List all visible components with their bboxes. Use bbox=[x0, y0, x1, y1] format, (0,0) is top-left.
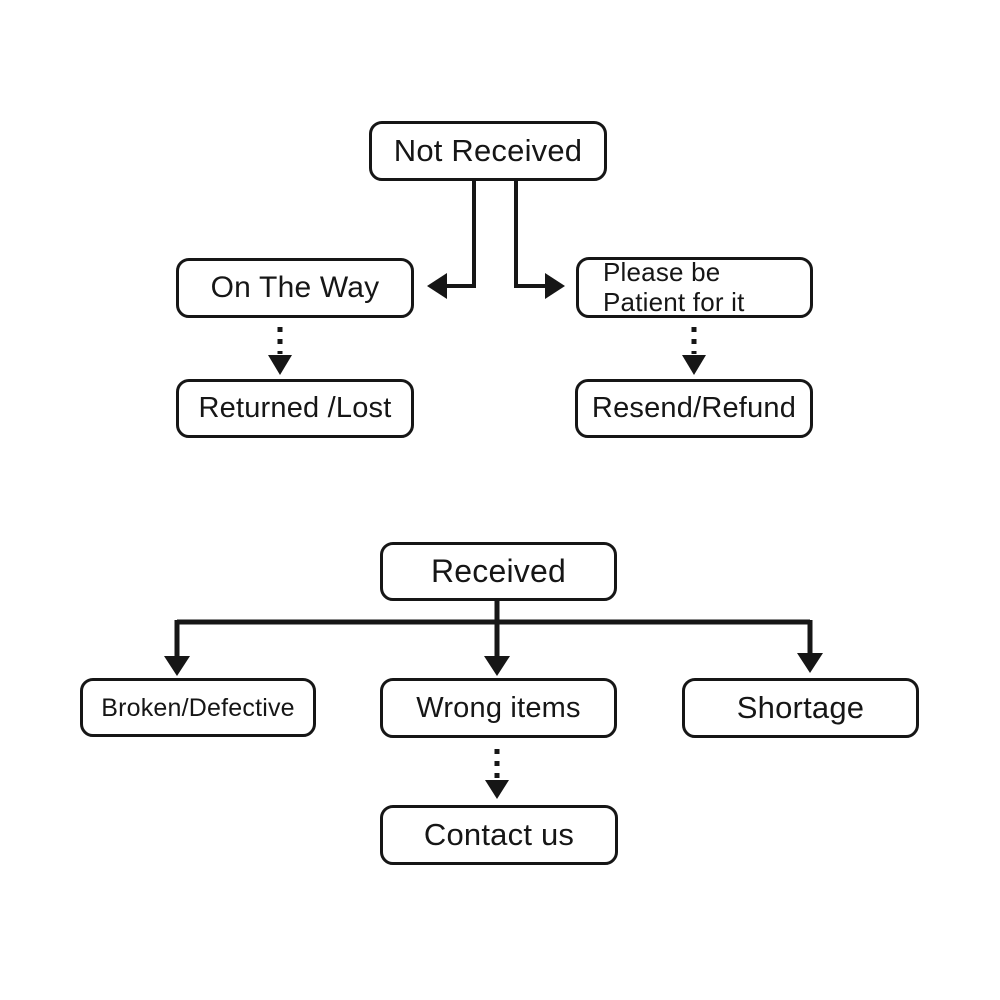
connector-received-to-broken-defective bbox=[164, 620, 190, 676]
connector-not-received-to-on-the-way bbox=[427, 181, 476, 299]
node-on-the-way: On The Way bbox=[176, 258, 414, 318]
node-resend-refund: Resend/Refund bbox=[575, 379, 813, 438]
arrowhead-down-icon bbox=[268, 355, 292, 375]
node-received: Received bbox=[380, 542, 617, 601]
connector-wrong-items-to-contact-us bbox=[485, 749, 509, 799]
node-contact-us: Contact us bbox=[380, 805, 618, 865]
arrowhead-left-icon bbox=[427, 273, 447, 299]
arrowhead-down-icon bbox=[797, 653, 823, 673]
node-not-received-label: Not Received bbox=[393, 132, 583, 168]
node-shortage-label: Shortage bbox=[736, 689, 865, 725]
node-returned-lost-label: Returned /Lost bbox=[198, 392, 392, 425]
arrowhead-down-icon bbox=[485, 780, 509, 799]
node-broken-defective: Broken/Defective bbox=[80, 678, 316, 737]
node-shortage: Shortage bbox=[682, 678, 919, 738]
node-wrong-items: Wrong items bbox=[380, 678, 617, 738]
node-received-label: Received bbox=[430, 552, 566, 589]
node-returned-lost: Returned /Lost bbox=[176, 379, 414, 438]
node-not-received: Not Received bbox=[369, 121, 607, 181]
connector-not-received-to-please-be-patient bbox=[514, 181, 565, 299]
node-contact-us-label: Contact us bbox=[423, 816, 575, 852]
arrowhead-down-icon bbox=[682, 355, 706, 375]
node-broken-defective-label: Broken/Defective bbox=[101, 693, 295, 722]
node-please-be-patient-label: Please be Patient for it bbox=[603, 257, 745, 317]
node-wrong-items-label: Wrong items bbox=[416, 691, 581, 724]
arrowhead-down-icon bbox=[164, 656, 190, 676]
node-on-the-way-label: On The Way bbox=[210, 271, 380, 305]
connector-received-to-shortage bbox=[797, 620, 823, 673]
connector-on-the-way-to-returned-lost bbox=[268, 327, 292, 375]
node-please-be-patient: Please be Patient for it bbox=[576, 257, 813, 318]
connector-received-to-wrong-items bbox=[484, 601, 510, 676]
node-resend-refund-label: Resend/Refund bbox=[591, 392, 797, 425]
connector-please-be-patient-to-resend-refund bbox=[682, 327, 706, 375]
arrowhead-right-icon bbox=[545, 273, 565, 299]
arrowhead-down-icon bbox=[484, 656, 510, 676]
